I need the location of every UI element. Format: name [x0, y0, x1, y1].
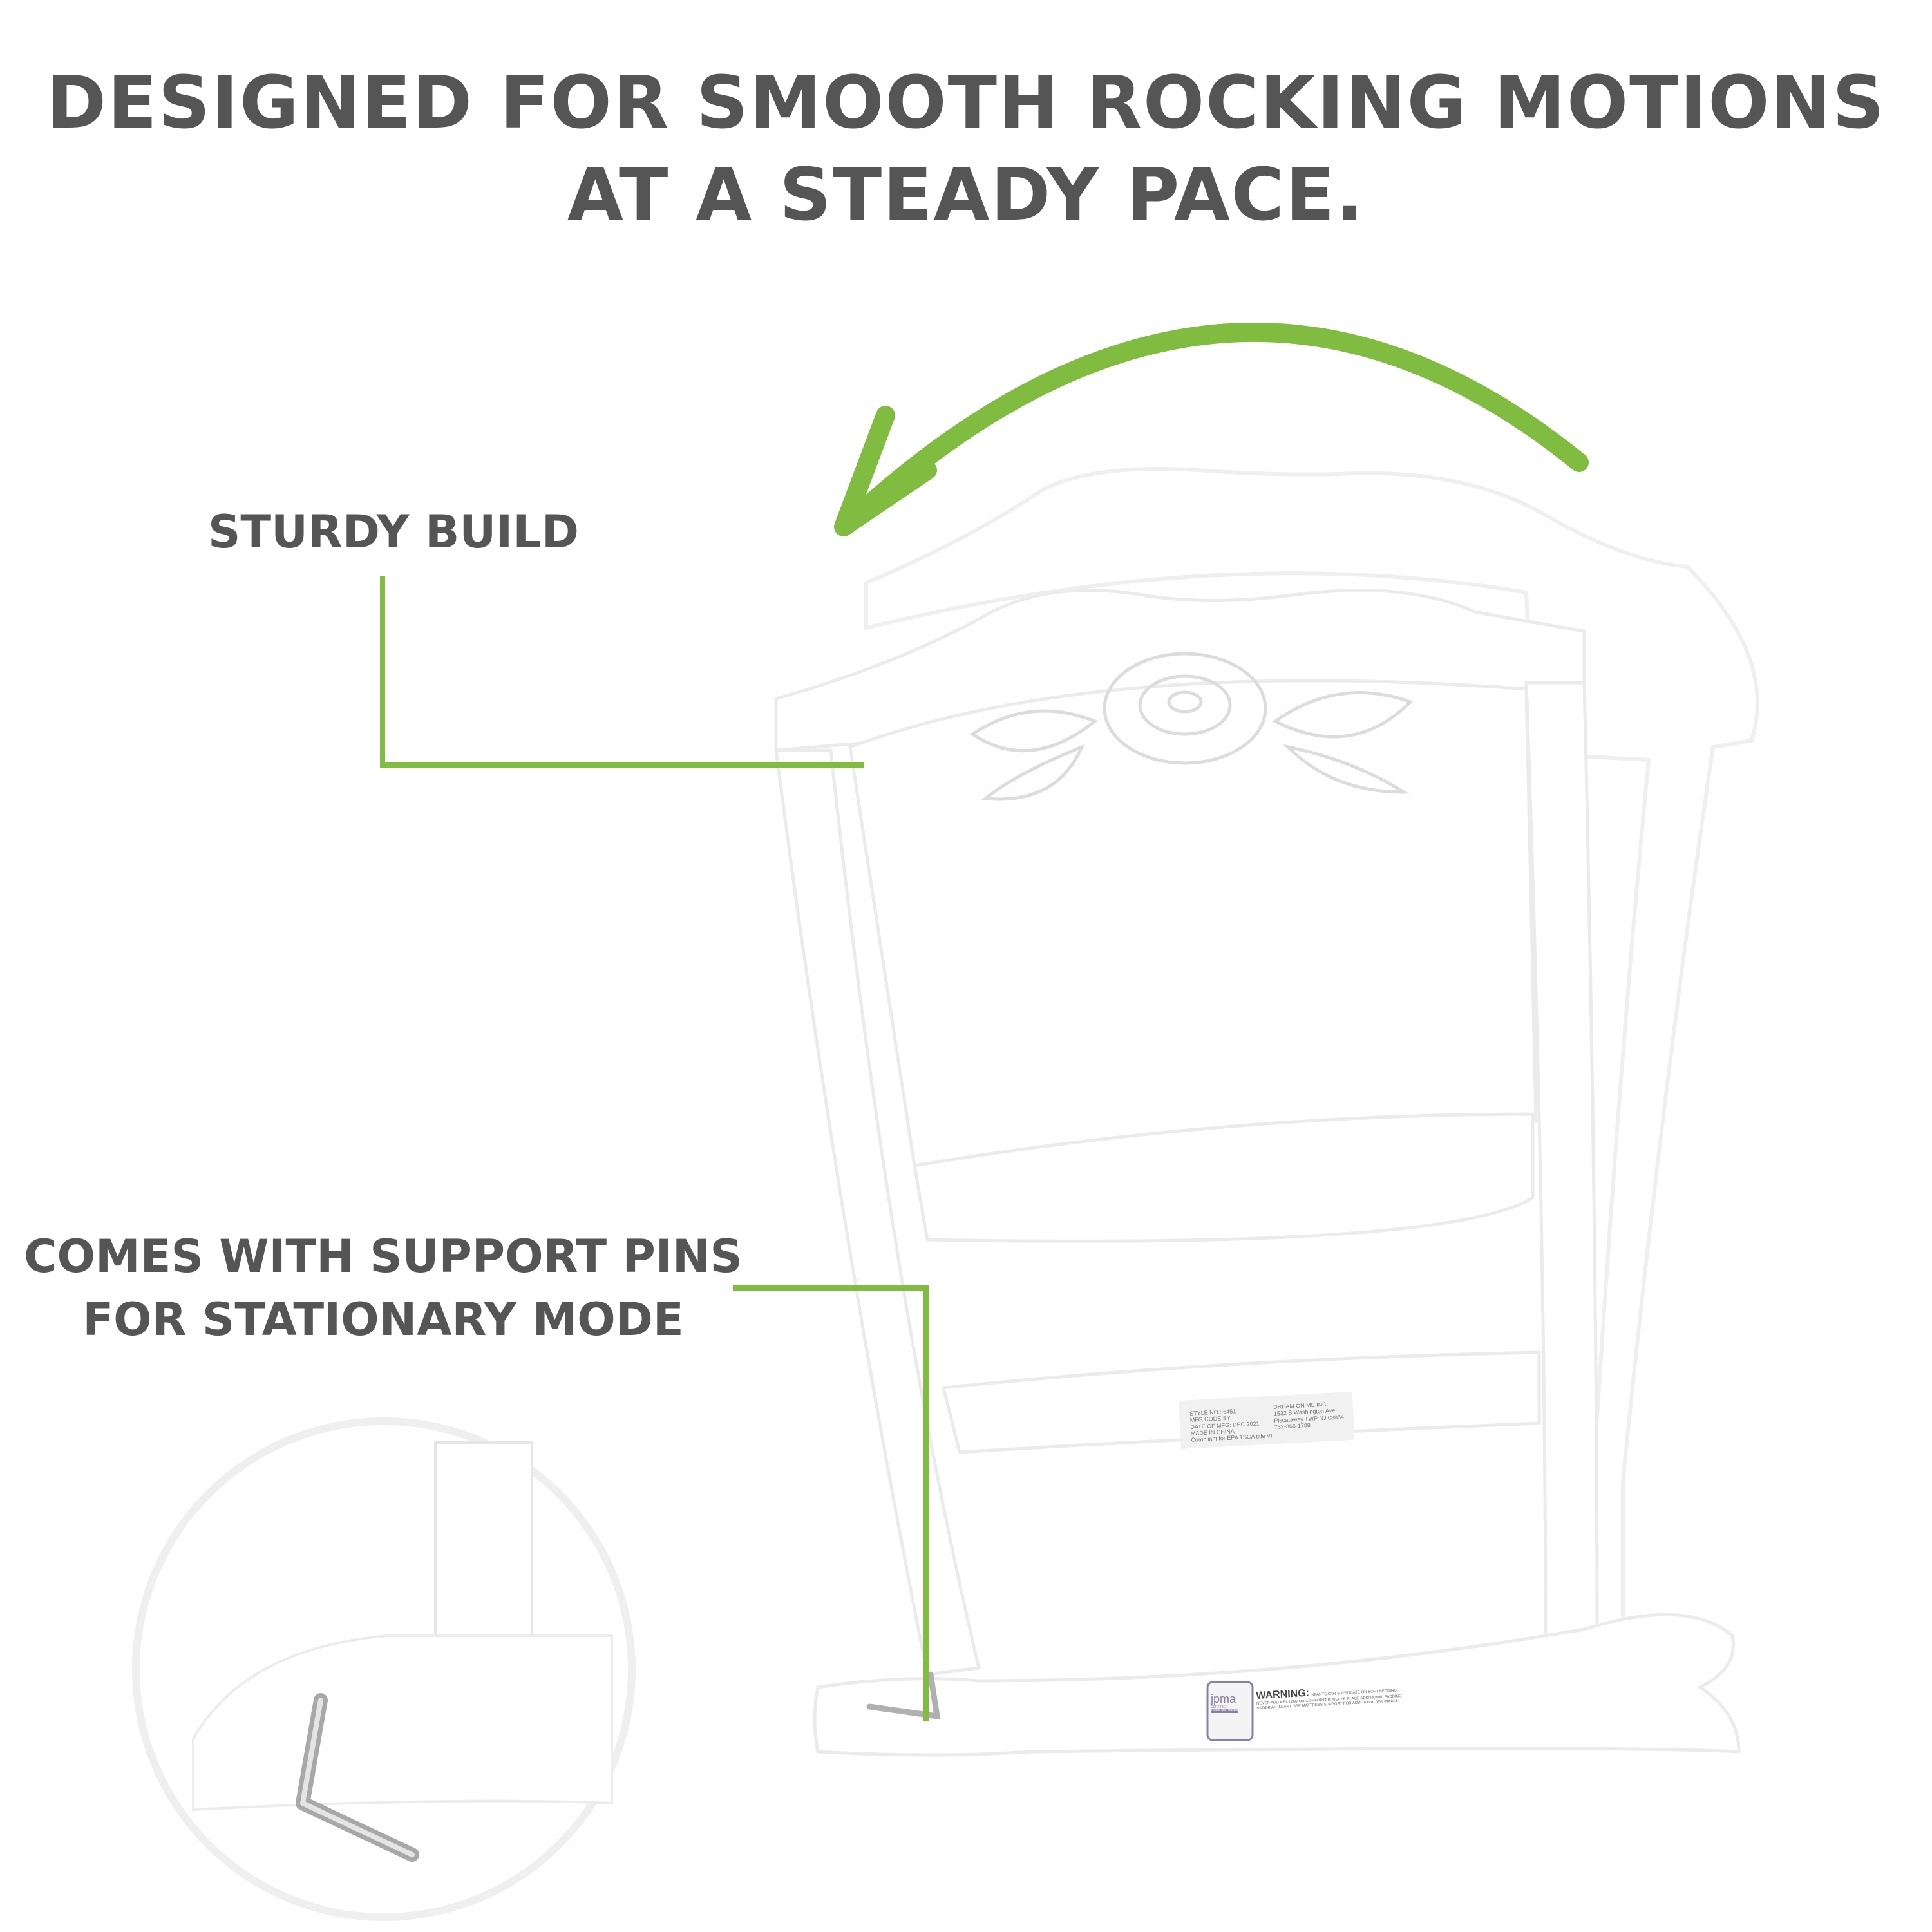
support-pin-icon [866, 1671, 941, 1720]
callout-support-pins-line-2: FOR STATIONARY MODE [82, 1293, 684, 1346]
callout-support-pins-line-1: COMES WITH SUPPORT PINS [24, 1230, 743, 1283]
support-pins-leader-line [733, 1285, 929, 1721]
product-label [1179, 1391, 1355, 1449]
product-label-left: STYLE NO.: 6451 MFG CODE SY DATE OF MFG:… [1189, 1406, 1273, 1443]
crib-ghost [864, 467, 1759, 1741]
headline-line-1: DESIGNED FOR SMOOTH ROCKING MOTIONS [46, 61, 1886, 145]
jpma-certified: CERTIFIED [1211, 1705, 1228, 1709]
rocking-arrow-icon [834, 322, 1589, 536]
rose-carving-icon [969, 652, 1414, 801]
product-label-right: DREAM ON ME INC. 1532 S Washington Ave P… [1273, 1400, 1345, 1430]
callout-sturdy-build: STURDY BUILD [208, 506, 579, 558]
sturdy-build-leader-line [380, 576, 864, 768]
jpma-band: Tested and Trusted [1211, 1709, 1238, 1714]
jpma-logo-text: jpma [1211, 1692, 1236, 1705]
support-pin-inset [132, 1417, 636, 1921]
jpma-badge-text: jpma CERTIFIED Tested and Trusted [1211, 1692, 1238, 1714]
crib [774, 589, 1741, 1757]
headline-line-2: AT A STEADY PACE. [567, 153, 1365, 237]
